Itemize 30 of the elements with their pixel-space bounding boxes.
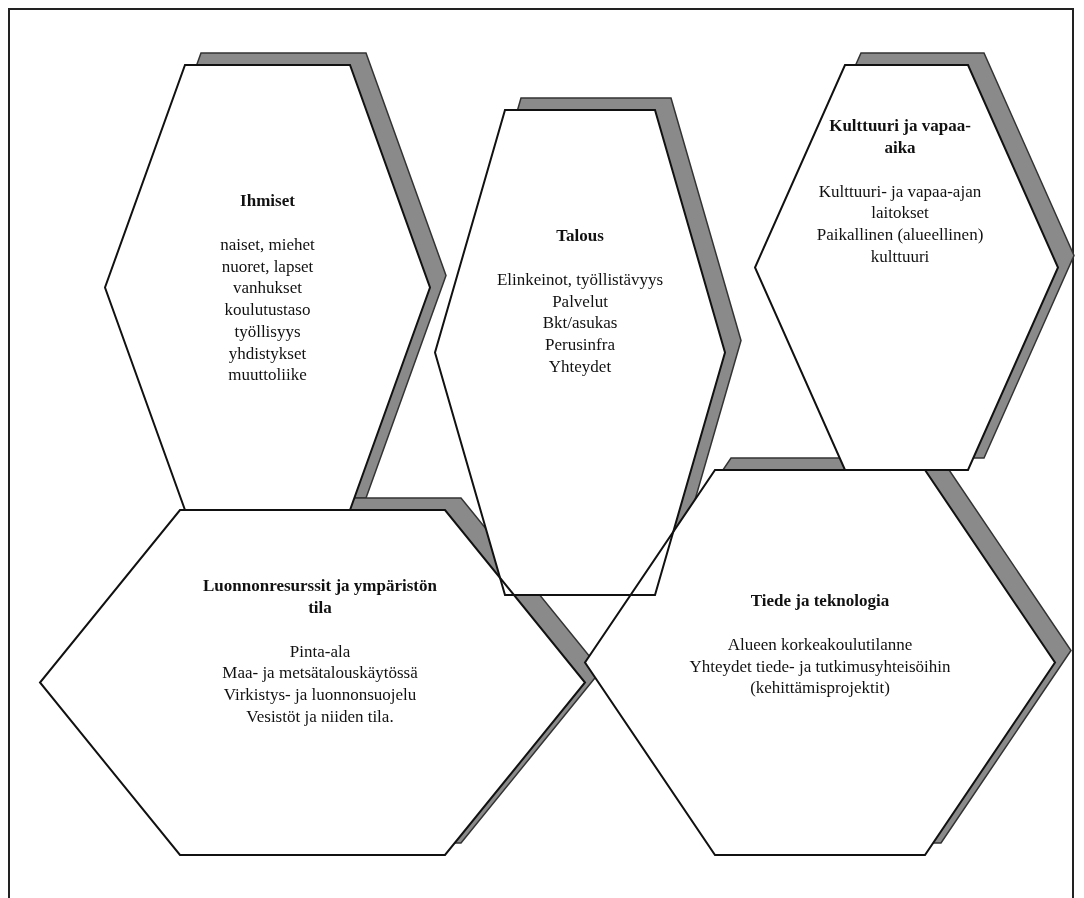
hexagon-heading: Ihmiset bbox=[239, 190, 296, 212]
list-item: Palvelut bbox=[552, 290, 608, 313]
list-item: Perusinfra bbox=[545, 334, 615, 356]
list-item: työllisyys bbox=[234, 320, 301, 343]
list-item: Elinkeinot, työllistävyys bbox=[496, 268, 664, 291]
list-item: Bkt/asukas bbox=[542, 312, 618, 334]
list-item: (kehittämisprojektit) bbox=[750, 677, 890, 699]
list-item: koulutustaso bbox=[224, 299, 311, 321]
list-item: Kulttuuri- ja vapaa-ajan laitokset bbox=[817, 180, 983, 224]
hexagon-heading: Kulttuuri ja vapaa-aika bbox=[828, 115, 972, 159]
list-item: Yhteydet bbox=[548, 355, 612, 378]
list-item: vanhukset bbox=[233, 277, 302, 299]
hexagon-shape bbox=[753, 64, 1060, 471]
list-item: Pinta-ala bbox=[289, 640, 351, 663]
hexagon-shape bbox=[103, 64, 432, 511]
hexagon-heading: Talous bbox=[555, 225, 605, 247]
list-item: Vesistöt ja niiden tila. bbox=[246, 705, 394, 728]
hexagon-shape bbox=[583, 469, 1057, 856]
list-item: naiset, miehet bbox=[220, 233, 315, 256]
list-item: Maa- ja metsätalouskäytössä bbox=[222, 662, 418, 684]
hexagon-shape bbox=[38, 509, 587, 856]
hexagon-heading: Tiede ja teknologia bbox=[749, 590, 891, 612]
list-item: muuttoliike bbox=[228, 364, 307, 386]
hexagon-heading: Luonnonresurssit ja ympäristön tila bbox=[202, 575, 438, 619]
list-item: nuoret, lapset bbox=[221, 255, 314, 278]
list-item: Alueen korkeakoulutilanne bbox=[727, 633, 913, 656]
list-item: yhdistykset bbox=[228, 342, 307, 365]
list-item: Yhteydet tiede- ja tutkimusyhteisöihin bbox=[689, 655, 951, 678]
list-item: Paikallinen (alueellinen) kulttuuri bbox=[815, 224, 985, 268]
list-item: Virkistys- ja luonnonsuojelu bbox=[223, 684, 417, 706]
